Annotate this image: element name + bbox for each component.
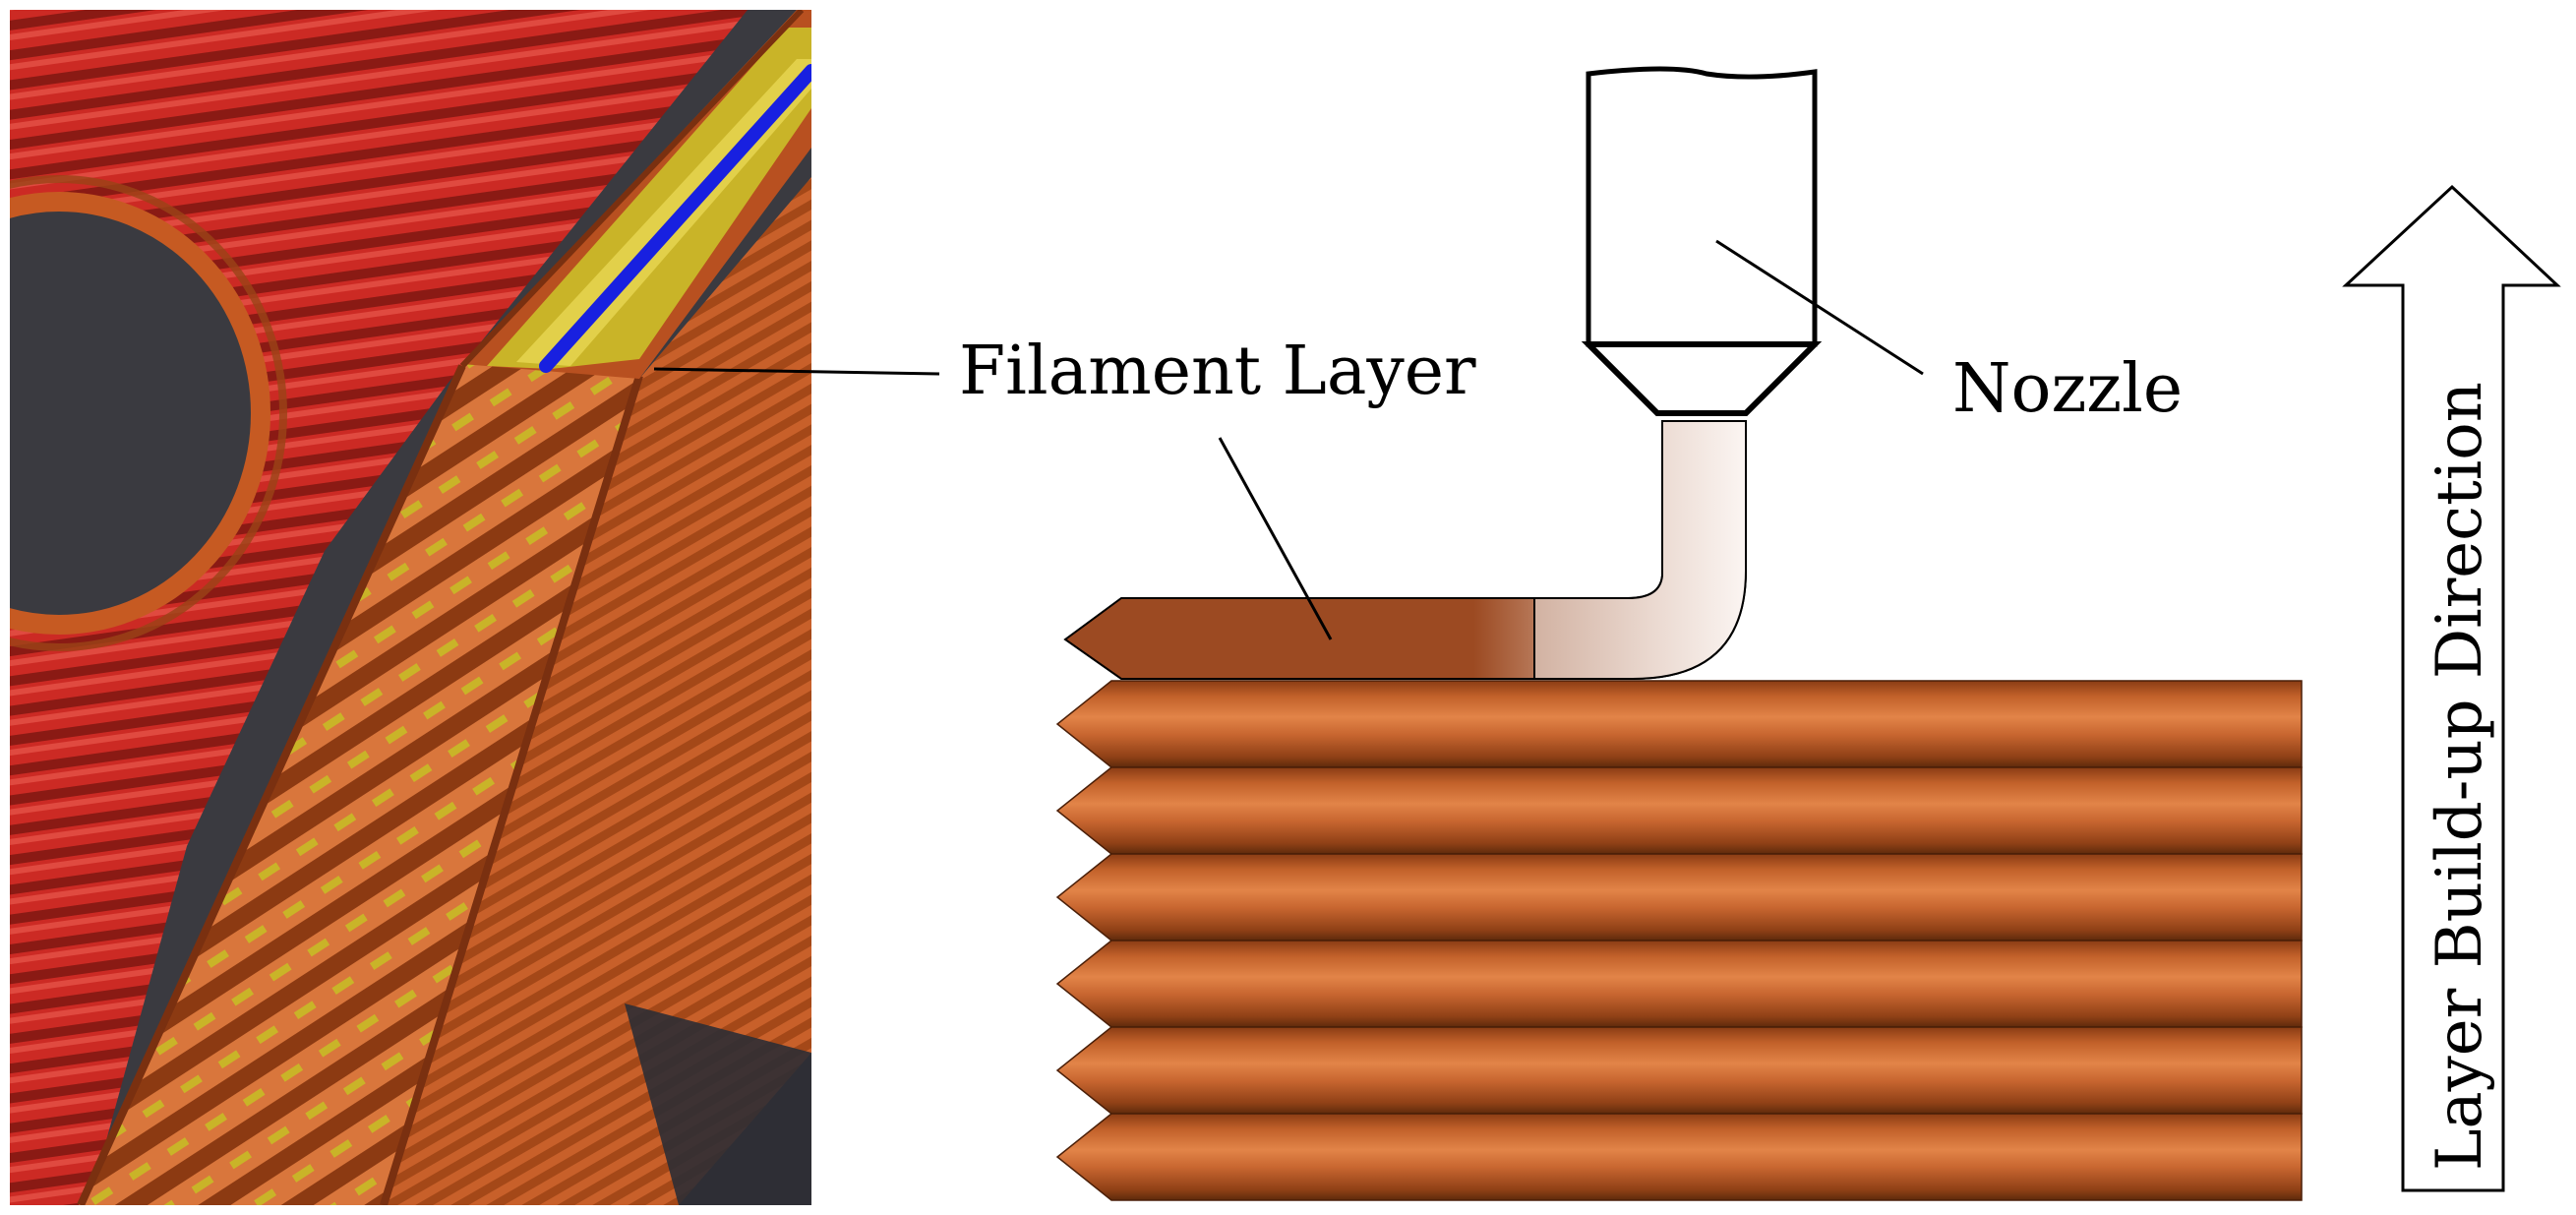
perimeter-band: [79, 364, 639, 1205]
stacked-filament-layers: [1055, 680, 2303, 1201]
travel-path-blue: [539, 64, 811, 373]
slicer-preview-panel: [10, 10, 811, 1205]
filament-rod: [1055, 940, 2303, 1028]
filament-rod: [1055, 1113, 2303, 1201]
yellow-perimeter: [487, 28, 811, 369]
build-direction-arrow-icon: Layer Build-up Direction: [2342, 184, 2561, 1192]
filament-rod: [1055, 766, 2303, 855]
outer-wall-face: [374, 177, 811, 1205]
fresh-filament-layer: [1063, 420, 1747, 680]
hole-cavity: [10, 202, 261, 625]
filament-flow: [1533, 420, 1747, 680]
nozzle-label: Nozzle: [1952, 350, 2183, 428]
nozzle-icon: [1581, 66, 1823, 416]
filament-rod: [1055, 680, 2303, 768]
filament-rod: [1055, 1026, 2303, 1115]
filament-rod: [1055, 853, 2303, 942]
build-direction-label: Layer Build-up Direction: [2424, 382, 2496, 1171]
filament-layer-label: Filament Layer: [959, 333, 1476, 410]
leader-lines: [653, 239, 1924, 640]
hole-perimeter: [10, 192, 270, 635]
